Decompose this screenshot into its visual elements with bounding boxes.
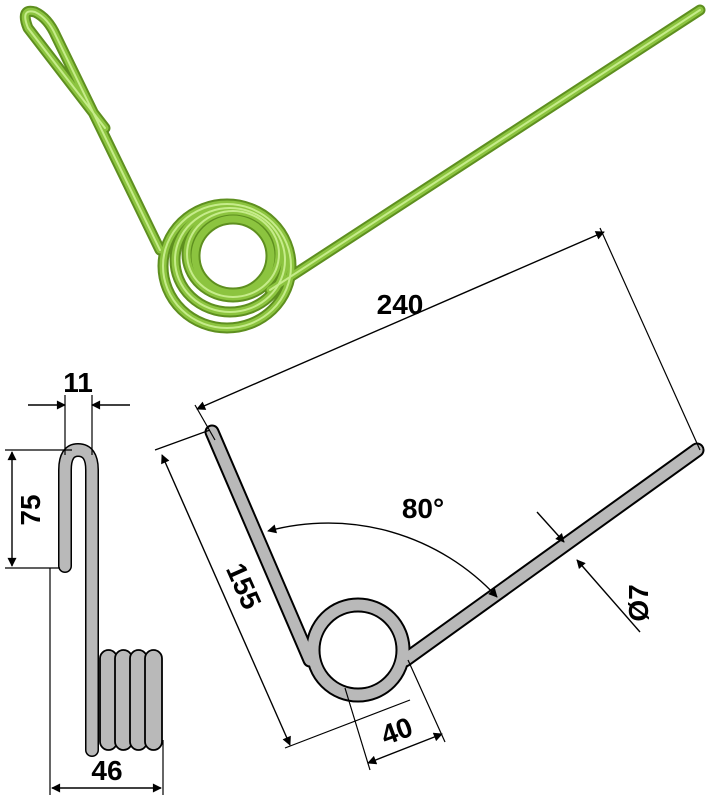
dim-diameter-label: Ø7 [623,584,654,621]
side-view-drawing: 11 75 46 [5,367,164,795]
dim-hook-height-label: 75 [15,494,46,525]
dim-short-arm: 155 [154,429,411,749]
spring-photo [19,4,706,334]
dim-long-arm-label: 240 [377,289,424,320]
dim-coil-width-label: 46 [91,755,122,786]
dim-diameter: Ø7 [536,511,654,633]
side-view-coils [99,649,163,751]
main-view-wire [204,424,705,703]
dim-gap: 11 [28,367,130,455]
dim-hook-height: 75 [5,449,72,569]
dim-angle: 80° [267,493,498,598]
dim-coil-width: 46 [49,568,164,795]
dim-coil-label: 40 [377,711,417,751]
dim-short-arm-label: 155 [220,558,267,613]
dim-long-arm: 240 [194,227,701,451]
photo-wire-outline [19,4,706,334]
main-view-drawing: 240 155 80° Ø7 40 [154,227,705,771]
dim-angle-label: 80° [402,493,444,524]
dim-gap-label: 11 [63,367,93,398]
